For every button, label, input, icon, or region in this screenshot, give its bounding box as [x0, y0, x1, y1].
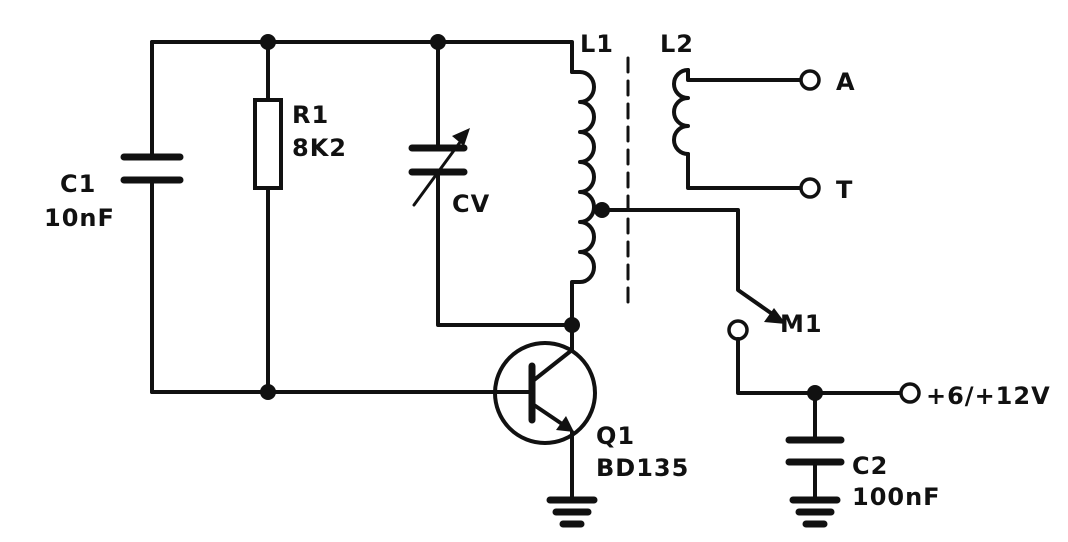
junction-dot [430, 34, 446, 50]
m1-contact [727, 319, 749, 341]
m1-to-supply-wire [736, 337, 902, 395]
l1-label: L1 [580, 30, 614, 58]
r1-value: 8K2 [292, 134, 347, 162]
transistor-q1 [493, 323, 597, 500]
m1-arrowhead [764, 308, 786, 324]
resistor-r1 [253, 40, 283, 394]
top-rail-wire [150, 40, 574, 74]
m1-label: M1 [780, 310, 823, 338]
cv-label: CV [452, 190, 490, 218]
supply-label: +6/+12V [926, 382, 1051, 410]
c1-label: C1 [60, 170, 96, 198]
capacitor-c2 [785, 391, 845, 500]
terminal-t [799, 177, 821, 199]
l2-label: L2 [660, 30, 694, 58]
tap-wire [600, 208, 780, 320]
junction-dot [807, 385, 823, 401]
ground-q1 [546, 496, 598, 528]
junction-dot [260, 384, 276, 400]
junction-dot [594, 202, 610, 218]
capacitor-c1 [120, 40, 184, 394]
q1-value: BD135 [596, 454, 689, 482]
coil-l2 [672, 68, 802, 190]
terminal-a [799, 69, 821, 91]
c2-label: C2 [852, 452, 888, 480]
terminal-t-label: T [836, 176, 853, 204]
variable-capacitor-cv [408, 40, 574, 327]
ground-c2 [789, 496, 841, 528]
r1-label: R1 [292, 101, 329, 129]
junction-dot [564, 317, 580, 333]
terminal-supply [899, 382, 921, 404]
coil-l1 [570, 70, 596, 327]
c1-value: 10nF [44, 204, 115, 232]
junction-dot [260, 34, 276, 50]
q1-label: Q1 [596, 422, 635, 450]
c2-value: 100nF [852, 483, 941, 511]
terminal-a-label: A [836, 68, 856, 96]
